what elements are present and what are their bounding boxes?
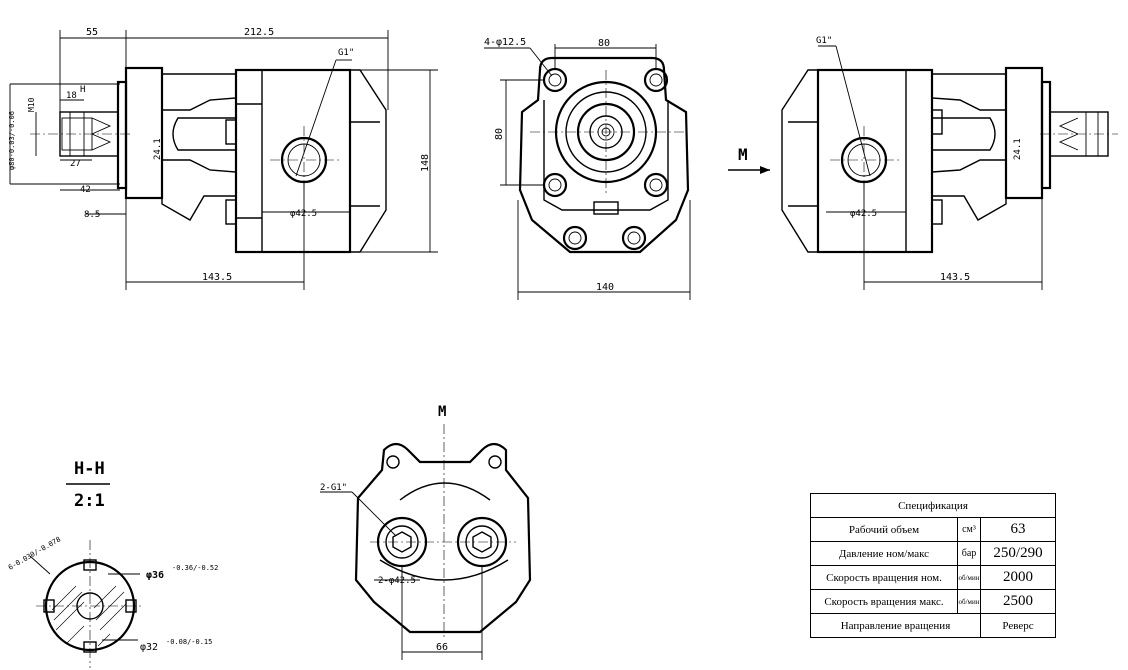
dim-36-tol: -0.36/-0.52 [172,564,218,572]
label-holes: 4-φ12.5 [484,37,526,48]
spec-row: Направление вращения Реверс [810,613,1056,638]
spec-table: Спецификация Рабочий объем см³ 63 Давлен… [810,493,1056,638]
label-g1-right: G1" [816,36,832,46]
dim-36: φ36 [146,570,164,581]
spec-row: Скорость вращения ном. об/мин 2000 [810,565,1056,590]
dim-143-5-right: 143.5 [940,272,970,283]
bottom-view-ports: M 2-G1" 2-φ42.5 66 [320,404,532,660]
dim-24-1-right: 24.1 [1013,138,1023,160]
dim-80-tol: φ80-0.03/-0.06 [8,111,16,170]
spec-value: 250/290 [980,541,1056,566]
spec-value: 63 [980,517,1056,542]
dim-148: 148 [420,154,431,172]
spec-row: Скорость вращения макс. об/мин 2500 [810,589,1056,614]
dim-27: 27 [70,159,81,169]
section-scale: 2:1 [74,491,105,511]
label-g1-left: G1" [338,48,354,58]
dim-66: 66 [436,642,448,653]
spline-hatch [51,585,127,647]
spec-title: Спецификация [810,493,1056,518]
dim-42-5-right: φ42.5 [850,209,877,219]
section-h-h: H-H 2:1 6-0.030/-0.078 φ36 -0.36/-0.52 φ… [7,459,218,668]
front-view-center: 4-φ12.5 80 80 140 [484,37,691,300]
spec-label: Направление вращения [810,613,981,638]
label-h-left: H [80,85,85,95]
dim-18: 18 [66,91,77,101]
dim-32: φ32 [140,642,158,653]
dim-24-1: 24.1 [153,138,163,160]
label-m-arrow: M [738,145,748,164]
spec-label: Скорость вращения ном. [810,565,958,590]
dim-32-tol: -0.08/-0.15 [166,638,212,646]
spec-label: Скорость вращения макс. [810,589,958,614]
spec-unit: бар [957,541,981,566]
dim-140: 140 [596,282,614,293]
dim-m10: M10 [27,97,36,112]
spec-unit: об/мин [957,589,981,614]
label-2-g1: 2-G1" [320,483,347,493]
spec-value: 2500 [980,589,1056,614]
dim-2-42-5: 2-φ42.5 [378,576,416,586]
dim-80-front-vertical: 80 [494,128,505,140]
spec-value: Реверс [980,613,1056,638]
spec-row: Давление ном/макс бар 250/290 [810,541,1056,566]
spec-title-row: Спецификация [810,493,1056,518]
dim-42-5-left: φ42.5 [290,209,317,219]
spec-unit: см³ [957,517,981,542]
dim-42: 42 [80,185,91,195]
section-title: H-H [74,459,105,479]
dim-80-front: 80 [598,38,610,49]
dim-212-5: 212.5 [244,27,274,38]
spec-label: Давление ном/макс [810,541,958,566]
spec-value: 2000 [980,565,1056,590]
dim-spline-tol: 6-0.030/-0.078 [7,535,62,571]
dim-143-5-left: 143.5 [202,272,232,283]
dim-55: 55 [86,27,98,38]
spec-label: Рабочий объем [810,517,958,542]
label-m-top: M [438,404,446,420]
side-view-left: 55 212.5 G1" H M10 18 φ80-0.03/-0.06 24.… [8,27,438,290]
side-view-right: M G1" φ42.5 24.1 143.5 [728,36,1118,290]
dim-8-5: 8.5 [84,210,100,220]
spec-unit: об/мин [957,565,981,590]
spec-row: Рабочий объем см³ 63 [810,517,1056,542]
